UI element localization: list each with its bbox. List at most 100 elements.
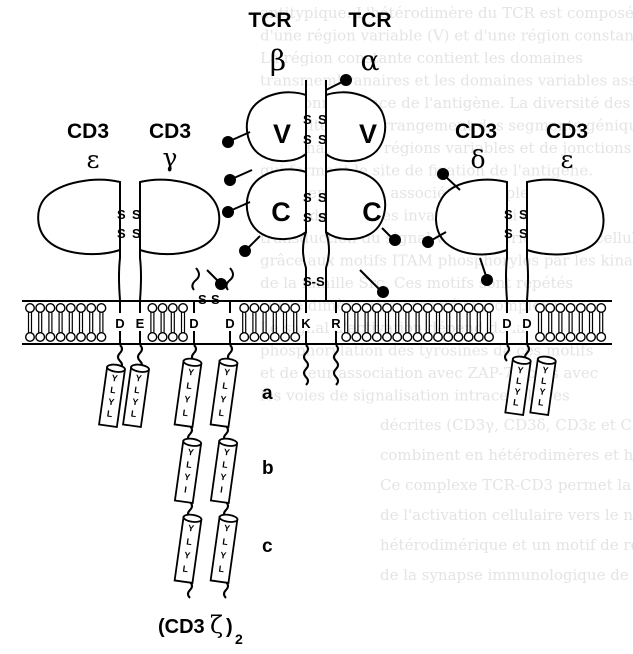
lipid-head (566, 304, 575, 313)
lipid-head (566, 333, 575, 342)
lipid-head (179, 304, 188, 313)
cytoplasmic-tail (224, 582, 228, 598)
lipid-head (291, 304, 300, 313)
lipid-head (373, 333, 382, 342)
glycan-dot (222, 206, 234, 218)
transmembrane-residue: D (115, 316, 124, 331)
lipid-head (434, 333, 443, 342)
lipid-head (597, 304, 606, 313)
lipid-head (46, 304, 55, 313)
lipid-head (536, 333, 545, 342)
zeta-label-subscript: 2 (235, 631, 243, 647)
lipid-head (281, 333, 290, 342)
lipid-head (383, 304, 392, 313)
itam-cylinder: YLYL (530, 356, 556, 415)
glycan-dot (215, 278, 227, 290)
lipid-head (485, 304, 494, 313)
transmembrane-residue: E (136, 316, 145, 331)
lipid-head (373, 304, 382, 313)
lipid-head (240, 333, 249, 342)
cd3-gamma-label: CD3 (149, 120, 191, 143)
disulfide-s: S (519, 226, 528, 241)
cytoplasmic-tail (188, 582, 192, 598)
lipid-head (546, 304, 555, 313)
lipid-head (444, 304, 453, 313)
disulfide-s: S (303, 112, 312, 127)
itam-motifs: YLYLYLYLYLYLYLYLYLYIYLYIYLYLYLYLYLYLYLYL (99, 356, 556, 583)
cd3-epsilon-right-greek: ε (561, 145, 574, 174)
lipid-head (434, 304, 443, 313)
glycan-stalk (326, 82, 342, 90)
disulfide-s: S (519, 207, 528, 222)
tcr-alpha-stalk (326, 232, 329, 300)
lipid-head (77, 304, 86, 313)
lipid-head (77, 333, 86, 342)
lipid-head (260, 333, 269, 342)
itam-cylinder: YLYL (99, 364, 125, 427)
lipid-head (475, 333, 484, 342)
lipid-head (240, 304, 249, 313)
lipid-head (587, 333, 596, 342)
itam-label-c: c (262, 536, 273, 557)
lipid-head (67, 333, 76, 342)
lipid-head (271, 333, 280, 342)
tcr-beta-stalk (303, 232, 306, 300)
disulfide-s: S (132, 207, 141, 222)
lipid-head (148, 333, 157, 342)
cd3-epsilon-right-stalk (527, 250, 528, 300)
cd3-gamma-domain (140, 180, 219, 254)
transmembrane-residue: D (189, 316, 198, 331)
cd3-delta-epsilon-dimer: S S S S (422, 168, 604, 300)
lipid-head (148, 304, 157, 313)
transmembrane-residue: D (522, 316, 531, 331)
transmembrane-residue: D (225, 316, 234, 331)
lipid-head (291, 333, 300, 342)
glycan-dot (340, 74, 352, 86)
lipid-head (26, 333, 35, 342)
cd3-epsilon-left-greek: ε (87, 145, 100, 174)
glycan-stalk (234, 170, 252, 178)
cytoplasmic-tail (334, 345, 338, 385)
glycan-stalk (480, 258, 486, 276)
lipid-head (271, 304, 280, 313)
tcr-beta-v-label: V (273, 119, 291, 149)
transmembrane-residue: R (331, 316, 341, 331)
disulfide-s: S (504, 226, 513, 241)
lipid-head (556, 333, 565, 342)
lipid-head (424, 333, 433, 342)
lipid-head (556, 304, 565, 313)
glycan-dot (377, 286, 389, 298)
lipid-head (413, 304, 422, 313)
cd3-gamma-greek: γ (163, 143, 178, 172)
disulfide-s: S (504, 207, 513, 222)
lipid-head (56, 333, 65, 342)
disulfide-s: S (303, 190, 312, 205)
lipid-head (577, 304, 586, 313)
tcr-alpha-greek: α (361, 44, 380, 77)
cytoplasmic-tail (304, 345, 308, 385)
disulfide-s: S (132, 226, 141, 241)
tcr-alpha-label: TCR (348, 9, 391, 32)
lipid-head (158, 333, 167, 342)
lipid-head (587, 304, 596, 313)
zeta-wiggle-left (192, 268, 199, 290)
lipid-head (403, 304, 412, 313)
disulfide-s: S (117, 226, 126, 241)
lipid-head (158, 304, 167, 313)
lipid-head (281, 304, 290, 313)
tcr-interchain-disulfide: S-S (303, 274, 325, 289)
cd3-epsilon-left-domain (38, 180, 120, 254)
lipid-head (87, 333, 96, 342)
cd3-gamma-stalk (140, 250, 141, 300)
lipid-head (97, 304, 106, 313)
cd3-delta-domain (436, 180, 507, 255)
transmembrane-residue: K (301, 316, 311, 331)
disulfide-s: S (318, 112, 327, 127)
lipid-head (352, 333, 361, 342)
zeta-label-greek: ζ (210, 611, 223, 639)
lipid-head (169, 333, 178, 342)
zeta-interchain-disulfide: S-S (198, 292, 220, 307)
lipid-head (464, 304, 473, 313)
tcr-beta-greek: β (270, 44, 286, 77)
lipid-head (454, 333, 463, 342)
